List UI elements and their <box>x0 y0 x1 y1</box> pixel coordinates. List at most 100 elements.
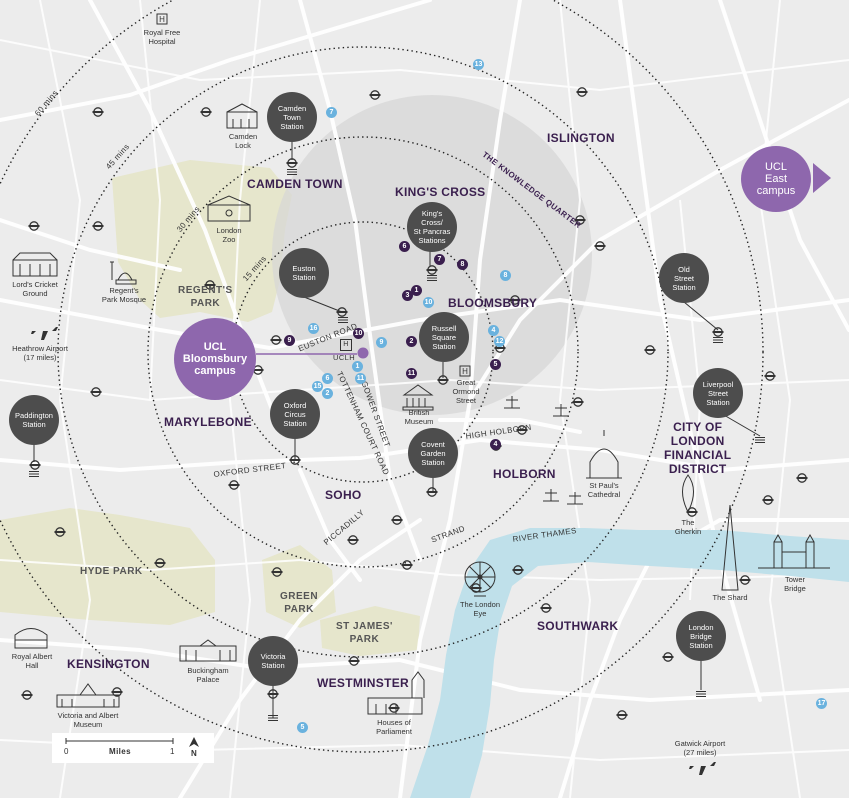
travel-rings <box>0 0 764 753</box>
law-icons <box>504 396 583 505</box>
label-british-museum: British Museum <box>404 408 434 426</box>
station-liverpool-street[interactable]: Liverpool Street Station <box>693 368 743 418</box>
ucl-campus-dot <box>357 347 369 359</box>
green-park-area <box>262 545 336 628</box>
scale-zero: 0 <box>64 747 69 756</box>
station-london-bridge[interactable]: London Bridge Station <box>676 611 726 661</box>
st-james-park-area <box>320 606 420 656</box>
marker-blue-12[interactable]: 12 <box>494 336 505 347</box>
station-kings-cross[interactable]: King's Cross/ St Pancras Stations <box>407 202 457 252</box>
label-heathrow: Heathrow Airport (17 miles) <box>12 344 68 362</box>
st-pauls-icon <box>586 430 622 479</box>
label-st-pauls: St Paul's Cathedral <box>587 481 621 499</box>
marker-blue-2[interactable]: 2 <box>322 388 333 399</box>
marker-dark-4[interactable]: 4 <box>490 439 501 450</box>
marker-dark-3[interactable]: 3 <box>402 290 413 301</box>
district-islington: ISLINGTON <box>547 131 615 145</box>
marker-blue-1[interactable]: 1 <box>352 361 363 372</box>
label-parliament: Houses of Parliament <box>376 718 412 736</box>
station-camden-town[interactable]: Camden Town Station <box>267 92 317 142</box>
district-bloomsbury: BLOOMSBURY <box>448 296 538 310</box>
district-kensington: KENSINGTON <box>67 657 150 671</box>
marker-blue-9[interactable]: 9 <box>376 337 387 348</box>
marker-dark-2[interactable]: 2 <box>406 336 417 347</box>
va-icon <box>56 683 120 708</box>
marker-blue-4[interactable]: 4 <box>488 325 499 336</box>
scale-legend: 0 Miles 1 N <box>52 733 214 763</box>
scale-bar-graphic <box>65 737 199 747</box>
royal-free-icon: H <box>156 13 168 25</box>
marker-dark-8[interactable]: 8 <box>457 259 468 270</box>
park-regents-park: REGENT'S PARK <box>178 285 233 309</box>
marker-dark-7[interactable]: 7 <box>434 254 445 265</box>
label-great-ormond: Great Ormond Street <box>452 378 480 405</box>
marker-blue-16[interactable]: 16 <box>308 323 319 334</box>
marker-dark-9[interactable]: 9 <box>284 335 295 346</box>
scale-unit: Miles <box>109 747 132 756</box>
marker-blue-13[interactable]: 13 <box>473 59 484 70</box>
label-royal-albert: Royal Albert Hall <box>11 652 53 670</box>
buckingham-icon <box>179 639 237 662</box>
label-camden-lock: Camden Lock <box>228 132 258 150</box>
ucl-bloomsbury-campus[interactable]: UCL Bloomsbury campus <box>174 318 256 400</box>
marker-blue-15[interactable]: 15 <box>312 381 323 392</box>
london-eye-icon <box>464 561 496 597</box>
district-camden-town: CAMDEN TOWN <box>247 177 343 191</box>
marker-dark-5[interactable]: 5 <box>490 359 501 370</box>
marker-blue-8[interactable]: 8 <box>500 270 511 281</box>
label-regents-mosque: Regent's Park Mosque <box>101 286 147 304</box>
marker-blue-7[interactable]: 7 <box>326 107 337 118</box>
label-buckingham: Buckingham Palace <box>187 666 229 684</box>
park-hyde-park: HYDE PARK <box>80 566 143 577</box>
label-london-eye: The London Eye <box>459 600 501 618</box>
airport-icons <box>31 327 716 775</box>
station-oxford-circus[interactable]: Oxford Circus Station <box>270 389 320 439</box>
marker-blue-11[interactable]: 11 <box>355 373 366 384</box>
district-holborn: HOLBORN <box>493 467 556 481</box>
station-old-street[interactable]: Old Street Station <box>659 253 709 303</box>
uclh-hospital-icon: H <box>340 339 352 351</box>
north-arrow-icon: N <box>191 749 198 758</box>
mosque-icon <box>110 261 137 285</box>
parliament-icon <box>367 671 425 715</box>
label-gherkin: The Gherkin <box>674 518 702 536</box>
station-paddington[interactable]: Paddington Station <box>9 395 59 445</box>
marker-dark-10[interactable]: 10 <box>353 328 364 339</box>
royal-albert-icon <box>14 628 48 649</box>
station-euston[interactable]: Euston Station <box>279 248 329 298</box>
gatwick-plane-icon <box>689 762 716 775</box>
ring-30 <box>147 136 579 568</box>
great-ormond-icon: H <box>459 365 471 377</box>
marker-blue-6[interactable]: 6 <box>322 373 333 384</box>
marker-blue-17[interactable]: 17 <box>816 698 827 709</box>
london-zoo-icon <box>207 195 251 222</box>
district-soho: SOHO <box>325 488 362 502</box>
station-covent-garden[interactable]: Covent Garden Station <box>408 428 458 478</box>
ucl-east-arrow-icon <box>813 163 831 193</box>
marker-dark-6[interactable]: 6 <box>399 241 410 252</box>
label-london-zoo: London Zoo <box>216 226 242 244</box>
gherkin-icon <box>682 474 694 514</box>
district-city-of-london: CITY OF LONDON FINANCIAL DISTRICT <box>664 420 732 476</box>
marker-dark-11[interactable]: 11 <box>406 368 417 379</box>
british-museum-icon <box>402 384 434 411</box>
marker-blue-5[interactable]: 5 <box>297 722 308 733</box>
park-green-park: GREEN PARK <box>280 591 319 615</box>
uclh-label: UCLH <box>333 353 356 362</box>
marker-dark-1[interactable]: 1 <box>411 285 422 296</box>
marker-blue-10[interactable]: 10 <box>423 297 434 308</box>
camden-lock-icon <box>226 103 258 129</box>
scale-one: 1 <box>170 747 175 756</box>
district-southwark: SOUTHWARK <box>537 619 619 633</box>
station-victoria[interactable]: Victoria Station <box>248 636 298 686</box>
label-va: Victoria and Albert Museum <box>57 711 119 729</box>
ring-45 <box>57 46 669 658</box>
svg-text:H: H <box>159 15 165 24</box>
station-russell-square[interactable]: Russell Square Station <box>419 312 469 362</box>
lords-icon <box>12 252 58 277</box>
label-tower-bridge: Tower Bridge <box>784 575 806 593</box>
park-st-james-park: ST JAMES' PARK <box>336 621 393 645</box>
label-royal-free: Royal Free Hospital <box>143 28 181 46</box>
ucl-east-campus[interactable]: UCL East campus <box>741 146 811 212</box>
